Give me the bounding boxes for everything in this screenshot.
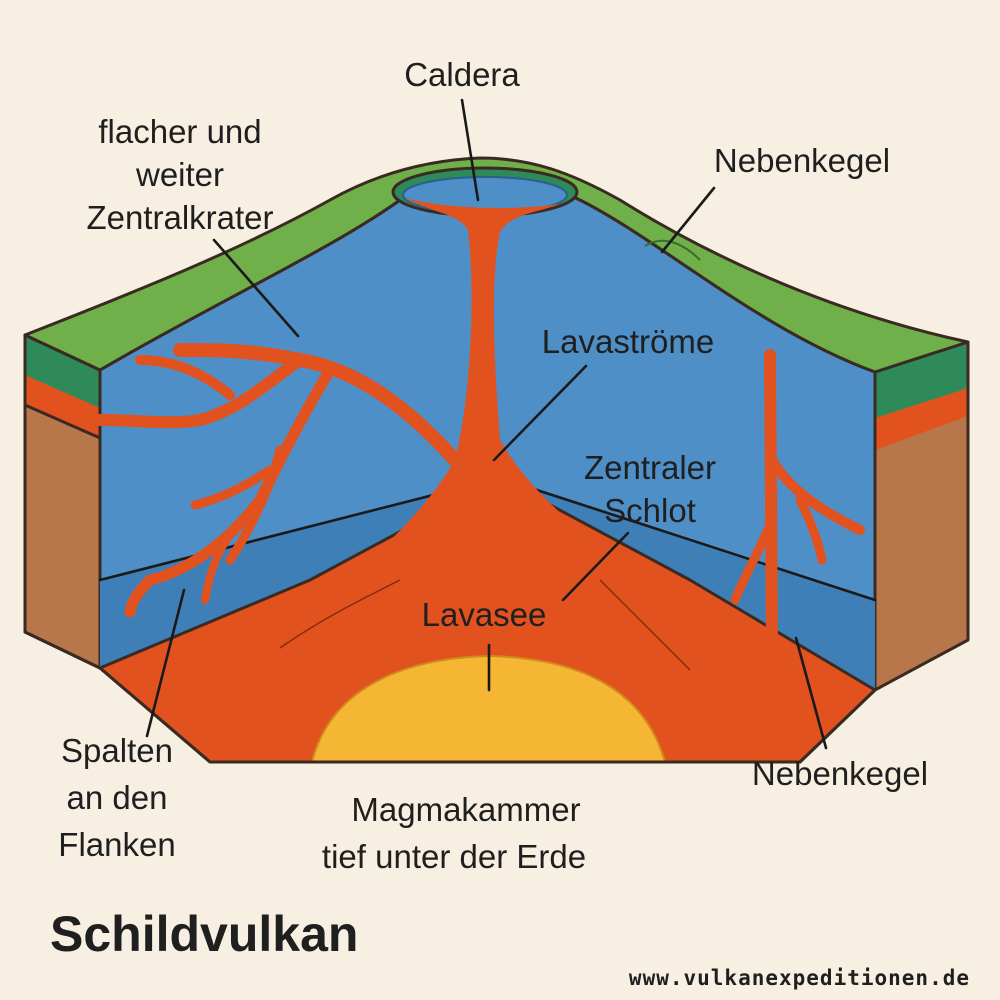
label-central-crater-line2: weiter bbox=[135, 156, 224, 193]
leader-lava-flows bbox=[492, 364, 588, 462]
website-url: www.vulkanexpeditionen.de bbox=[629, 966, 970, 990]
central-vent bbox=[300, 198, 690, 620]
leader-side-cone-bottom bbox=[794, 636, 828, 750]
leader-central-crater bbox=[212, 238, 300, 338]
label-central-crater-line3: Zentralkrater bbox=[86, 199, 273, 236]
label-central-vent-line1: Zentraler bbox=[584, 449, 716, 486]
leader-central-vent bbox=[561, 531, 630, 602]
leader-caldera bbox=[460, 98, 480, 202]
label-magma-chamber-line2: tief unter der Erde bbox=[322, 838, 586, 875]
right-side-face bbox=[873, 340, 970, 692]
label-side-cone-bottom: Nebenkegel bbox=[752, 755, 928, 792]
label-caldera: Caldera bbox=[404, 56, 520, 93]
label-central-crater-line1: flacher und bbox=[98, 113, 261, 150]
left-lava-branches bbox=[94, 343, 462, 618]
label-lava-lake: Lavasee bbox=[422, 596, 547, 633]
left-side-face bbox=[23, 333, 102, 670]
label-fissures-line1: Spalten bbox=[61, 732, 173, 769]
label-central-vent-line2: Schlot bbox=[604, 492, 696, 529]
label-side-cone-top: Nebenkegel bbox=[714, 142, 890, 179]
label-magma-chamber-line1: Magmakammer bbox=[351, 791, 580, 828]
label-fissures-line2: an den bbox=[67, 779, 168, 816]
label-fissures-line3: Flanken bbox=[58, 826, 175, 863]
diagram-title: Schildvulkan bbox=[50, 906, 358, 962]
right-lava-dike bbox=[730, 349, 865, 656]
leader-side-cone-top bbox=[660, 186, 716, 254]
leader-fissures bbox=[145, 588, 186, 738]
label-lava-flows: Lavaströme bbox=[542, 323, 714, 360]
